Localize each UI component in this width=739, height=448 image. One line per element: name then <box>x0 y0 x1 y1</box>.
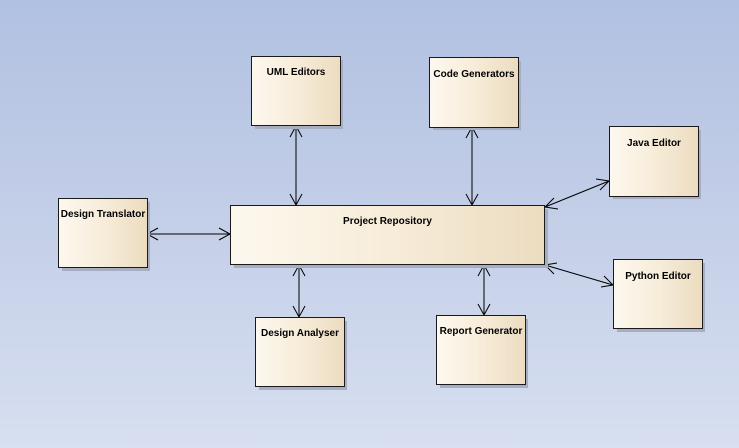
connector-java-editor-repository[interactable] <box>543 178 611 210</box>
connector-design-translator-repository[interactable] <box>145 227 232 241</box>
report-generator-label: Report Generator <box>439 326 523 337</box>
code-generators-label: Code Generators <box>433 69 515 80</box>
project-repository-label: Project Repository <box>343 216 432 227</box>
connector-code-generators-repository[interactable] <box>465 125 479 207</box>
connector-report-generator-repository[interactable] <box>477 263 491 317</box>
connector-python-editor-repository[interactable] <box>543 262 615 288</box>
connector-uml-editors-repository[interactable] <box>289 124 303 207</box>
python-editor-label: Python Editor <box>625 271 691 282</box>
java-editor-label: Java Editor <box>627 138 681 149</box>
connector-design-analyser-repository[interactable] <box>292 263 306 319</box>
design-translator-label: Design Translator <box>60 209 146 220</box>
design-analyser-label: Design Analyser <box>261 328 339 339</box>
uml-editors-label: UML Editors <box>266 67 326 78</box>
